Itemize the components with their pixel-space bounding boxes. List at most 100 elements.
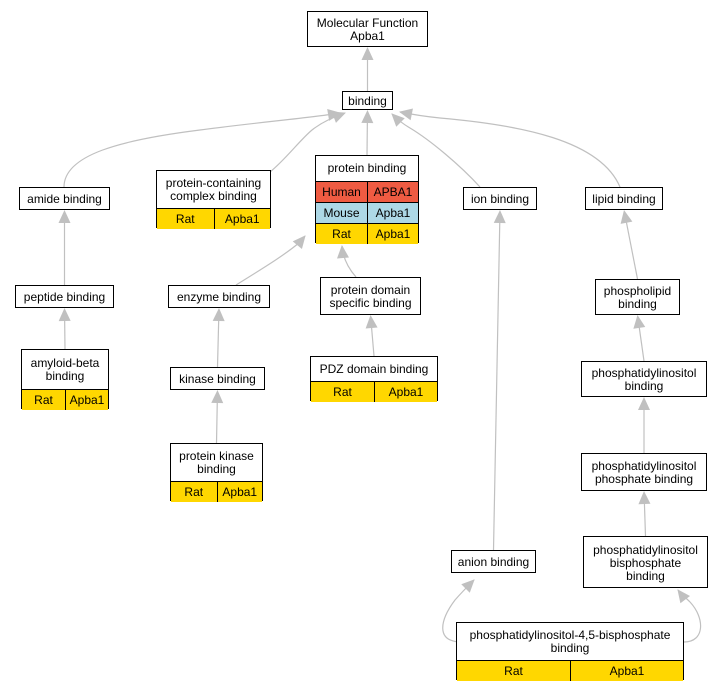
ortholog-gene[interactable]: Apba1 [216, 482, 263, 502]
node-label: lipid binding [586, 188, 662, 211]
edge-arrowhead [677, 589, 690, 604]
edge-phospholipid-binding-to-lipid-binding [625, 221, 639, 280]
edge-arrowhead [365, 315, 378, 329]
ortholog-gene[interactable]: APBA1 [367, 182, 418, 202]
node-label: peptide binding [16, 286, 113, 309]
edge-phosphatidylinositol-binding-to-phospholipid-binding [638, 326, 645, 362]
node-label-line: binding [45, 368, 85, 383]
node-label-line: phosphatidylinositol [591, 459, 697, 473]
node-label-line: Molecular Function [316, 16, 419, 30]
node-anion-binding[interactable]: anion binding [451, 550, 536, 573]
node-label-line: anion binding [457, 555, 530, 569]
edge-arrowhead [361, 47, 374, 60]
ortholog-row-mouse: Mouse Apba1 [316, 202, 418, 223]
node-binding[interactable]: binding [342, 91, 393, 110]
node-label-line: amyloid-beta [30, 355, 100, 370]
ortholog-row-rat: Rat Apba1 [457, 660, 683, 681]
node-peptide-binding[interactable]: peptide binding [15, 285, 114, 308]
node-label-line: phosphatidylinositol-4,5-bisphosphate [469, 627, 671, 642]
edge-amide-binding-to-binding [63, 112, 341, 188]
node-label-line: phosphatidylinositol [591, 366, 697, 380]
edge-arrowhead [399, 108, 413, 121]
ortholog-row-rat: Rat Apba1 [157, 208, 270, 229]
ortholog-species: Rat [175, 212, 195, 226]
node-label-line: Apba1 [350, 29, 385, 43]
node-label-line: peptide binding [23, 290, 106, 304]
node-label: enzyme binding [169, 286, 269, 309]
node-kinase-binding[interactable]: kinase binding [170, 367, 265, 390]
ortholog-species: Rat [504, 664, 523, 678]
ortholog-gene[interactable]: Apba1 [367, 203, 418, 223]
node-label-line: binding [626, 568, 665, 583]
node-label-line: binding [348, 94, 387, 108]
edge-arrowhead [620, 210, 633, 224]
node-ion-binding[interactable]: ion binding [463, 187, 537, 210]
edge-arrowhead [493, 210, 506, 224]
node-label-line: binding [550, 640, 590, 655]
edge-lipid-binding-to-binding [399, 111, 621, 188]
ortholog-gene[interactable]: Apba1 [374, 382, 437, 402]
node-label: amide binding [20, 188, 109, 211]
node-label-line: binding [197, 461, 236, 476]
edge-phosphatidylinositol-bisphosphate-binding-to-phosphatidylinositol-phosphate-binding [643, 502, 647, 537]
ortholog-species: Mouse [323, 206, 360, 220]
ortholog-species: Rat [34, 393, 53, 407]
edge-arrowhead [212, 308, 225, 322]
ortholog-gene[interactable]: Apba1 [65, 390, 108, 410]
ortholog-species: Human [322, 185, 361, 199]
node-label-line: protein-containing [165, 175, 262, 190]
ortholog-row-rat: Rat Apba1 [22, 389, 108, 410]
edge-arrowhead [461, 579, 475, 593]
edge-arrowhead [331, 111, 346, 123]
edge-arrowhead [638, 491, 651, 505]
node-label-line: ion binding [470, 192, 530, 206]
node-label-line: lipid binding [592, 192, 656, 206]
edge-kinase-binding-to-enzyme-binding [216, 319, 220, 368]
ortholog-gene[interactable]: Apba1 [570, 661, 683, 681]
node-label-line: protein binding [327, 161, 407, 175]
node-label-line: phosphate binding [594, 472, 694, 486]
edge-pdz-domain-binding-to-protein-domain-specific-binding [370, 326, 375, 357]
node-label: anion binding [452, 551, 535, 574]
node-label-line: amide binding [27, 192, 102, 206]
node-label-line: protein domain [330, 283, 411, 297]
ortholog-gene[interactable]: Apba1 [213, 209, 271, 229]
edge-arrowhead [361, 110, 374, 124]
node-lipid-binding[interactable]: lipid binding [585, 187, 663, 210]
node-label: kinase binding [171, 368, 264, 391]
edge-arrowhead [211, 390, 224, 404]
node-label: PDZ domain binding [311, 357, 437, 381]
node-amide-binding[interactable]: amide binding [19, 187, 110, 210]
edge-arrowhead [337, 245, 349, 259]
ortholog-row-rat: Rat Apba1 [311, 381, 437, 402]
node-label-line: PDZ domain binding [319, 361, 429, 376]
edge-protein-kinase-binding-to-kinase-binding [215, 401, 218, 444]
node-label-line: protein kinase [179, 448, 254, 463]
ortholog-gene[interactable]: Apba1 [367, 224, 418, 244]
edge-arrowhead [638, 397, 650, 410]
node-enzyme-binding[interactable]: enzyme binding [168, 285, 270, 308]
ortholog-species: Rat [333, 385, 352, 399]
node-label-line: specific binding [329, 296, 412, 310]
